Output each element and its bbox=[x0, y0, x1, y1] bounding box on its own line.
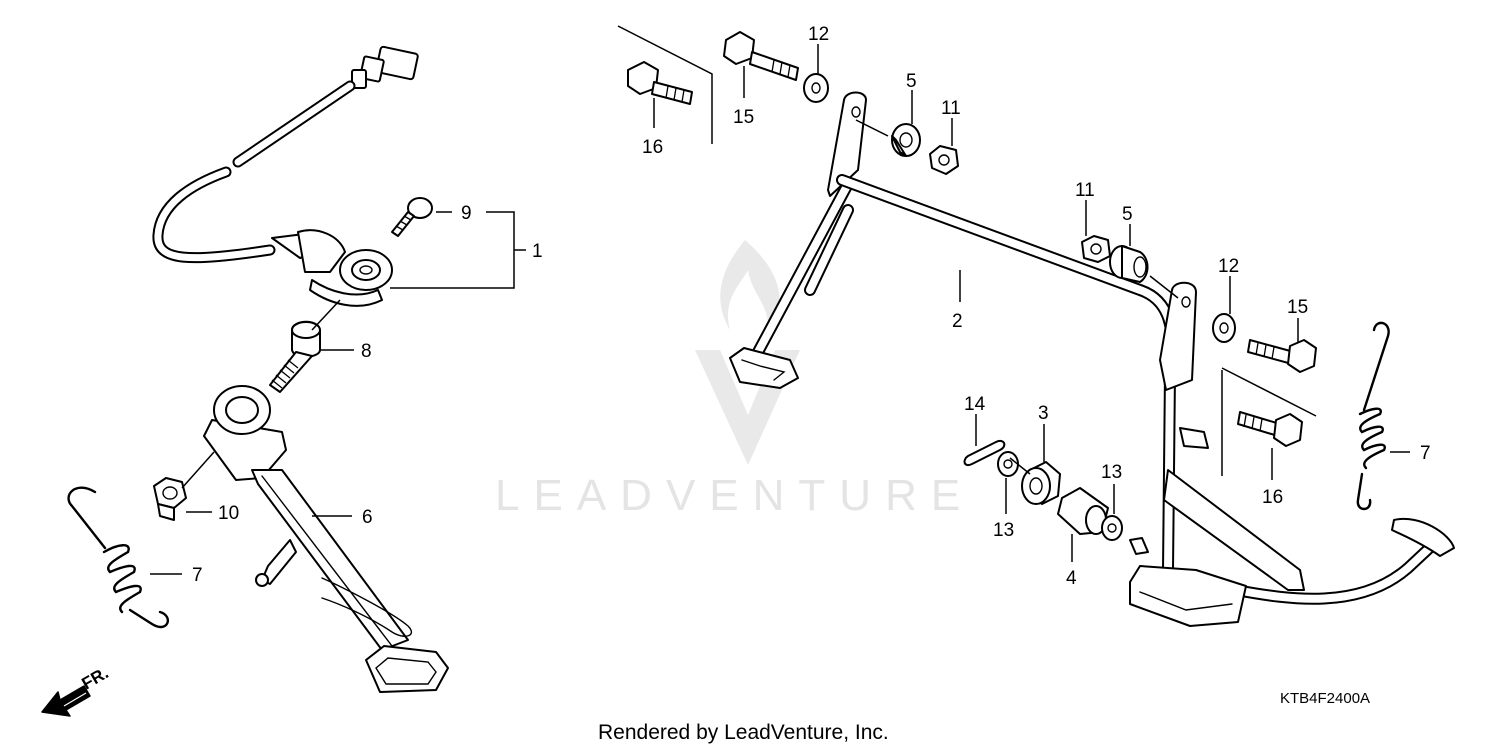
collar-5-upper[interactable] bbox=[891, 123, 921, 157]
callout-12-upper[interactable]: 12 bbox=[808, 24, 829, 45]
callout-3[interactable]: 3 bbox=[1038, 403, 1049, 424]
side-stand-6[interactable] bbox=[203, 385, 449, 693]
main-stand-2[interactable] bbox=[729, 91, 1455, 627]
front-direction-arrow: FR. bbox=[41, 663, 112, 717]
diagram-code: KTB4F2400A bbox=[1280, 690, 1370, 707]
watermark-text: LEADVENTURE bbox=[495, 471, 974, 520]
callout-7-right[interactable]: 7 bbox=[1420, 443, 1431, 464]
callout-14[interactable]: 14 bbox=[964, 394, 986, 415]
callout-11-right[interactable]: 11 bbox=[1075, 180, 1095, 201]
washer-13-left[interactable] bbox=[997, 451, 1019, 477]
callout-7-left[interactable]: 7 bbox=[192, 565, 203, 586]
callout-2[interactable]: 2 bbox=[952, 311, 963, 332]
spring-7-right[interactable] bbox=[1356, 321, 1390, 511]
callout-numbers: 9 1 8 10 6 7 16 15 12 5 11 11 5 12 15 16… bbox=[192, 24, 1431, 589]
cotter-pin-14[interactable] bbox=[963, 440, 1006, 466]
nut-11-upper[interactable] bbox=[929, 145, 959, 175]
collar-5-right[interactable] bbox=[1109, 245, 1149, 283]
leader-lines bbox=[150, 44, 1410, 575]
callout-9[interactable]: 9 bbox=[461, 203, 472, 224]
callout-5-upper[interactable]: 5 bbox=[906, 71, 917, 92]
callout-11-upper[interactable]: 11 bbox=[941, 98, 961, 119]
pivot-bolt-8[interactable] bbox=[269, 320, 321, 393]
credit-text: Rendered by LeadVenture, Inc. bbox=[598, 721, 889, 744]
bolt-16-upper[interactable] bbox=[627, 61, 693, 105]
callout-13-left[interactable]: 13 bbox=[993, 520, 1014, 541]
screw-9[interactable] bbox=[391, 197, 433, 237]
callout-10[interactable]: 10 bbox=[218, 503, 239, 524]
washer-13-right[interactable] bbox=[1101, 515, 1123, 541]
callout-15-upper[interactable]: 15 bbox=[733, 107, 754, 128]
callout-1[interactable]: 1 bbox=[532, 241, 543, 262]
nut-10[interactable] bbox=[153, 477, 187, 521]
callout-6[interactable]: 6 bbox=[362, 507, 373, 528]
bolt-15-right[interactable] bbox=[1247, 339, 1317, 373]
side-stand-switch[interactable] bbox=[152, 45, 419, 307]
callout-12-right[interactable]: 12 bbox=[1218, 256, 1239, 277]
washer-12-upper[interactable] bbox=[803, 73, 829, 103]
roller-3[interactable] bbox=[1021, 461, 1061, 505]
bolt-16-right[interactable] bbox=[1237, 411, 1303, 447]
collar-4[interactable] bbox=[1057, 487, 1109, 535]
spring-7-left[interactable] bbox=[67, 486, 170, 629]
callout-16-right[interactable]: 16 bbox=[1262, 487, 1283, 508]
callout-5-right[interactable]: 5 bbox=[1122, 204, 1133, 225]
nut-11-right[interactable] bbox=[1081, 235, 1111, 263]
callout-13-right[interactable]: 13 bbox=[1101, 462, 1122, 483]
washer-12-right[interactable] bbox=[1212, 313, 1236, 343]
bolt-15-upper[interactable] bbox=[723, 31, 799, 81]
section-boundary-lines bbox=[617, 25, 1317, 476]
callout-15-right[interactable]: 15 bbox=[1287, 297, 1308, 318]
callout-16-upper[interactable]: 16 bbox=[642, 137, 663, 158]
callout-4[interactable]: 4 bbox=[1066, 568, 1077, 589]
callout-8[interactable]: 8 bbox=[361, 341, 372, 362]
